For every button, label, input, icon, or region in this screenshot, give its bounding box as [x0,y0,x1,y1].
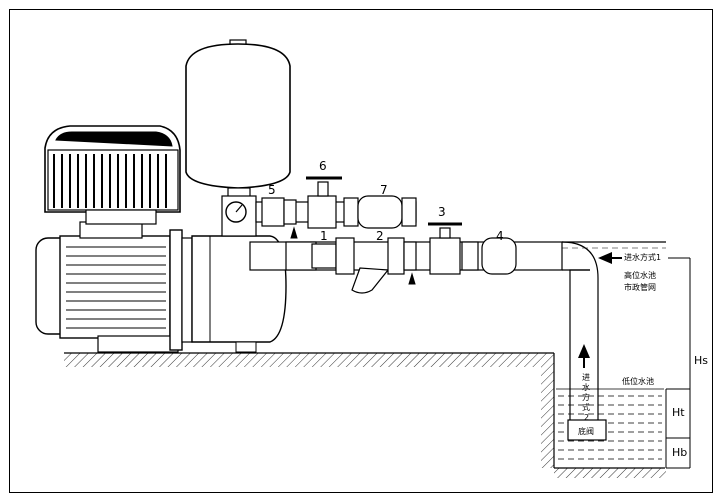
inlet-mode-1-label: 进水方式1 [624,252,661,262]
inlet-mode-2-char: 2 [584,413,589,422]
label-4: 4 [496,229,504,243]
label-5: 5 [268,183,276,197]
foot-valve [567,419,607,441]
label-2: 2 [376,229,384,243]
hb-label: Hb [672,446,687,459]
label-3: 3 [438,205,446,219]
ground [64,352,666,478]
label-6: 6 [319,159,327,173]
suction-pipe [561,241,666,420]
inlet-arrow-2 [578,344,590,368]
municipal-network-label: 市政管网 [624,282,656,292]
label-1: 1 [320,229,328,243]
inlet-arrow-1 [598,252,622,264]
main-discharge-pipe [249,222,563,294]
pump-body [169,229,287,353]
pressure-gauge [221,195,257,237]
inlet-mode-2-char: 水 [582,382,590,392]
label-7: 7 [380,183,388,197]
inlet-mode-2-label: 进 水 方 式 2 [582,373,590,422]
controller [44,125,181,225]
upper-branch-pipe [255,176,417,239]
frame [9,9,713,493]
hs-label: Hs [694,354,708,367]
high-pool-label: 高位水池 [624,270,656,280]
foot-valve-label: 底阀 [578,426,594,436]
ht-label: Ht [672,406,685,419]
dimensions [665,257,691,469]
motor [35,221,179,353]
low-pool-label: 低位水池 [622,376,654,386]
low-pool [556,388,664,460]
inlet-mode-2-char: 方 [582,392,590,402]
pressure-tank [185,39,291,201]
inlet-mode-2-char: 式 [582,402,590,412]
inlet-mode-2-char: 进 [582,373,590,382]
